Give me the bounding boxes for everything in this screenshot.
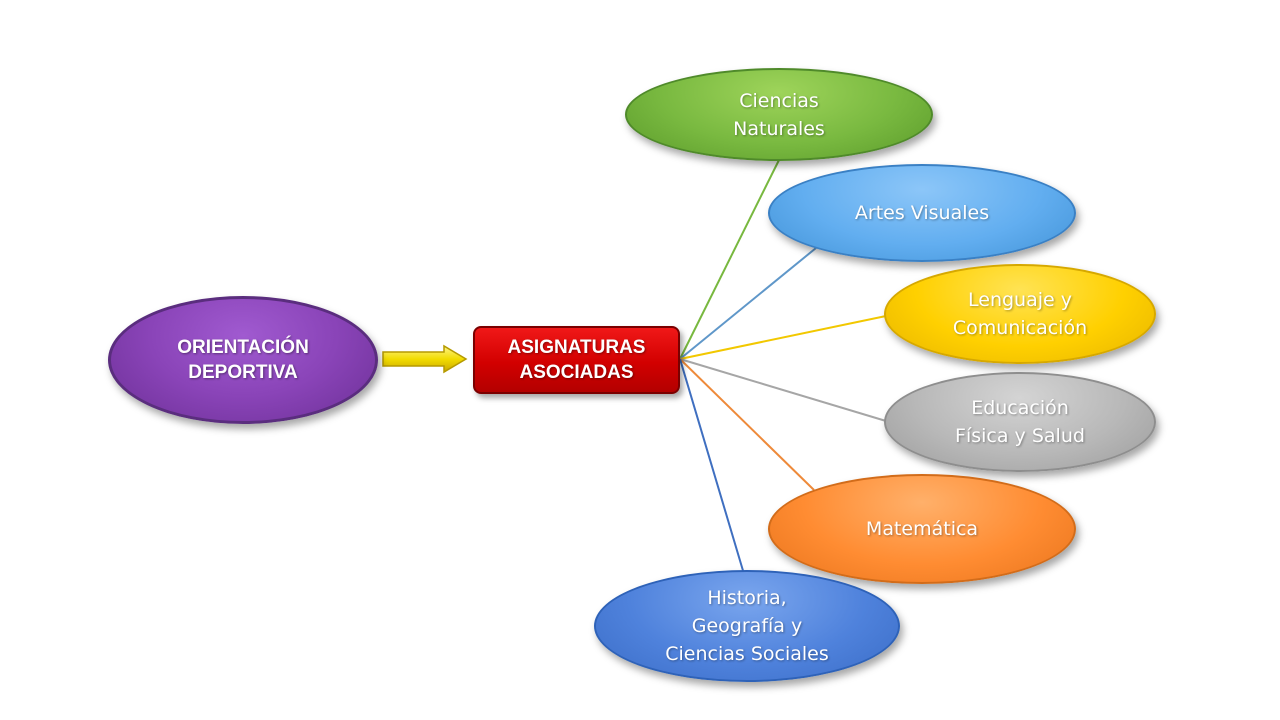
- connector-historia: [679, 358, 745, 575]
- node-label-line: Física y Salud: [955, 425, 1085, 447]
- node-label-line: Ciencias: [739, 89, 819, 112]
- node-matematica: Matemática: [768, 474, 1076, 584]
- node-orientacion-deportiva: ORIENTACIÓN DEPORTIVA: [108, 296, 378, 424]
- node-label-line: Geografía y: [691, 615, 803, 637]
- node-label-line: Artes Visuales: [854, 202, 990, 224]
- node-label-line: Matemática: [865, 518, 979, 540]
- node-label-line: ORIENTACIÓN: [177, 337, 309, 358]
- connector-matematica: [679, 358, 815, 491]
- node-educacion-fisica-y-salud: Educación Física y Salud: [884, 372, 1156, 472]
- node-label-line: Educación: [971, 397, 1069, 419]
- node-label-line: Comunicación: [952, 317, 1088, 339]
- node-label-line: Naturales: [733, 117, 825, 140]
- arrow-right-icon: [382, 344, 468, 374]
- node-label-line: ASIGNATURAS: [507, 337, 646, 358]
- node-historia-geografia-ciencias-sociales: Historia, Geografía y Ciencias Sociales: [594, 570, 900, 682]
- node-label-line: Ciencias Sociales: [665, 643, 829, 665]
- node-artes-visuales: Artes Visuales: [768, 164, 1076, 262]
- node-label-line: Lenguaje y: [968, 289, 1072, 311]
- node-label-line: DEPORTIVA: [188, 362, 298, 383]
- node-label-line: Historia,: [707, 587, 787, 609]
- node-asignaturas-asociadas: ASIGNATURAS ASOCIADAS: [473, 326, 680, 394]
- node-ciencias-naturales: Ciencias Naturales: [625, 68, 933, 161]
- connector-ciencias-naturales: [679, 159, 780, 360]
- connector-artes-visuales: [679, 247, 817, 360]
- node-label-line: ASOCIADAS: [519, 362, 634, 383]
- connector-educacion-fisica: [679, 358, 887, 422]
- connector-lenguaje: [679, 315, 887, 360]
- node-lenguaje-y-comunicacion: Lenguaje y Comunicación: [884, 264, 1156, 364]
